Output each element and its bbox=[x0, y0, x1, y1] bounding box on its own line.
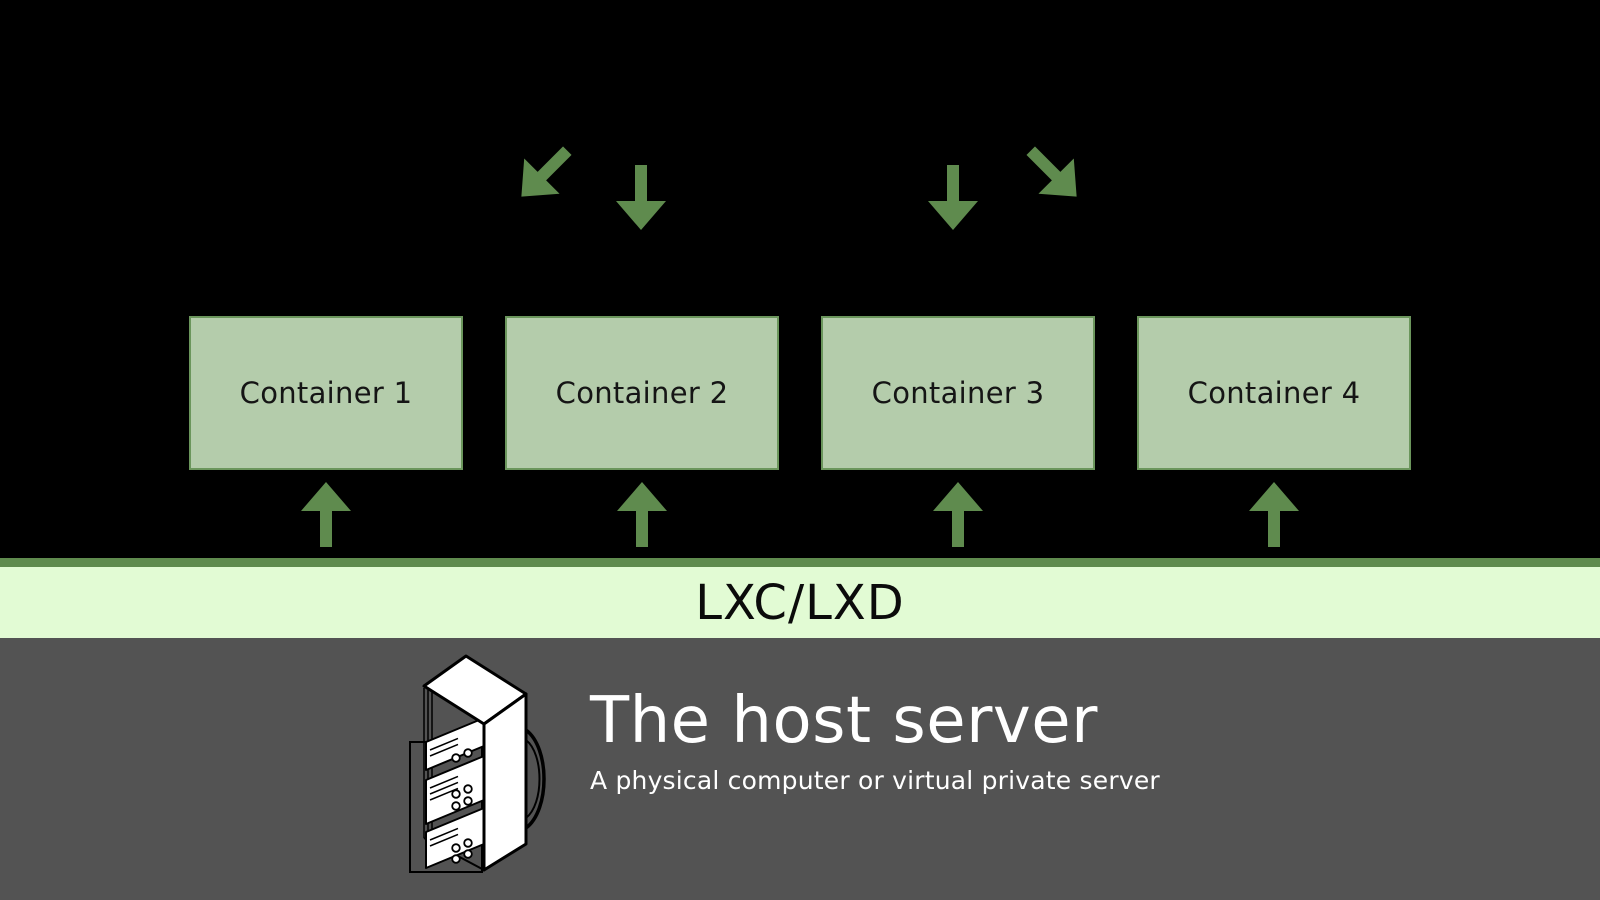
host-server-subtitle: A physical computer or virtual private s… bbox=[590, 766, 1160, 796]
arrow-up-icon bbox=[932, 481, 984, 547]
container-1-box: Container 1 bbox=[189, 316, 463, 470]
arrow-down-left-icon bbox=[502, 132, 585, 215]
arrow-up-icon bbox=[300, 481, 352, 547]
lxc-lxd-label: LXC/LXD bbox=[695, 574, 905, 631]
container-2-label: Container 2 bbox=[555, 376, 729, 410]
container-3-box: Container 3 bbox=[821, 316, 1095, 470]
host-server-title: The host server bbox=[590, 684, 1098, 758]
lxc-lxd-layer-bar: LXC/LXD bbox=[0, 558, 1600, 638]
arrow-up-icon bbox=[616, 481, 668, 547]
host-server-section: The host server A physical computer or v… bbox=[0, 638, 1600, 900]
server-rack-icon bbox=[409, 654, 546, 873]
container-1-label: Container 1 bbox=[239, 376, 413, 410]
arrow-up-icon bbox=[1248, 481, 1300, 547]
arrow-down-icon bbox=[927, 165, 979, 231]
arrow-down-right-icon bbox=[1012, 132, 1095, 215]
arrow-down-icon bbox=[615, 165, 667, 231]
container-2-box: Container 2 bbox=[505, 316, 779, 470]
container-4-box: Container 4 bbox=[1137, 316, 1411, 470]
container-4-label: Container 4 bbox=[1187, 376, 1361, 410]
container-3-label: Container 3 bbox=[871, 376, 1045, 410]
